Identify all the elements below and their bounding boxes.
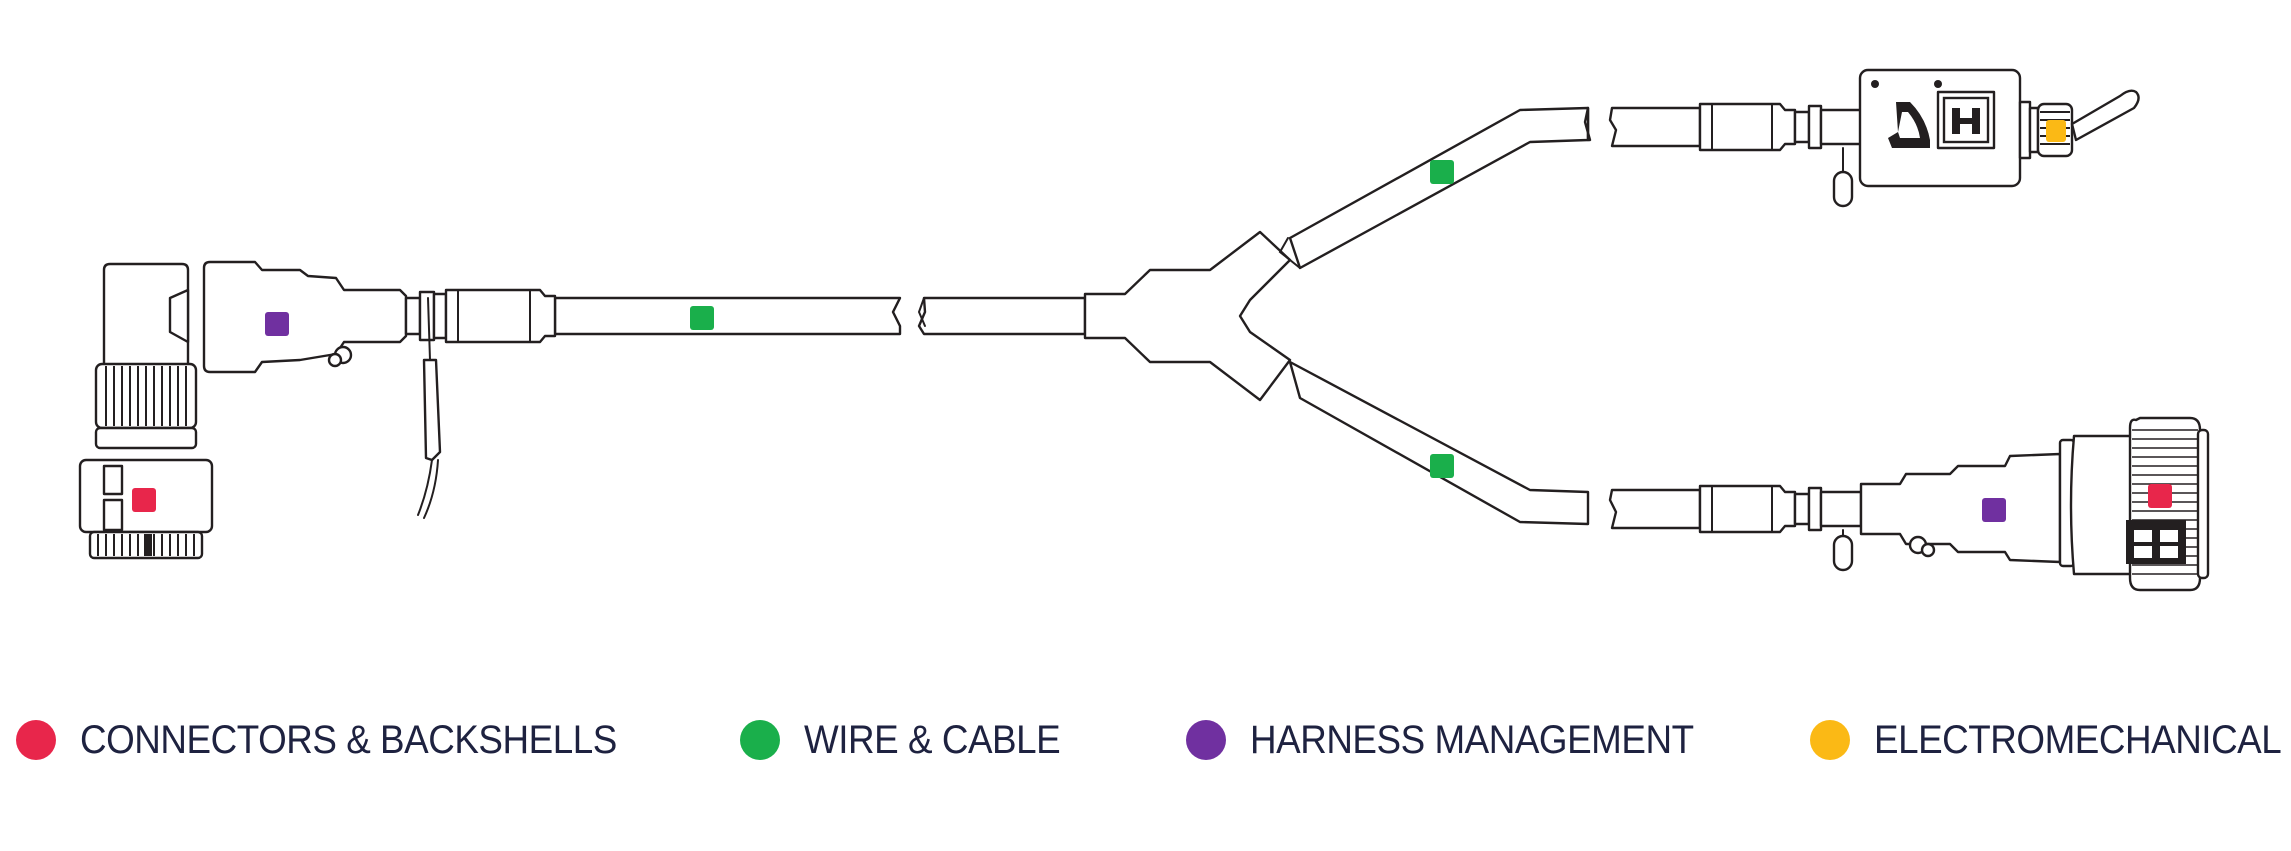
marker-connector-right <box>2148 484 2172 508</box>
legend-label-harness: HARNESS MANAGEMENT <box>1250 717 1694 762</box>
upper-cable-tie-tag <box>1832 147 1854 208</box>
lower-ferrule <box>1698 484 1863 534</box>
marker-harness-right-backshell <box>1982 498 2006 522</box>
left-cable-tie-tag <box>417 297 442 519</box>
marker-wire-upper-branch <box>1430 160 1454 184</box>
right-circular-connector <box>2058 416 2210 592</box>
y-breakout <box>1083 230 1292 402</box>
wire-harness-diagram <box>78 68 2210 592</box>
legend-label-electromechanical: ELECTROMECHANICAL <box>1874 717 2282 762</box>
left-circular-connector <box>78 458 214 560</box>
category-markers <box>132 120 2172 522</box>
main-trunk-cable <box>553 296 1087 336</box>
left-knurled-coupling <box>94 362 198 450</box>
legend-label-connectors: CONNECTORS & BACKSHELLS <box>80 717 617 762</box>
upper-branch-cable <box>1278 106 1702 270</box>
left-ferrule <box>404 288 557 344</box>
right-backshell <box>1859 452 2062 564</box>
toggle-switch <box>2018 89 2140 160</box>
marker-wire-trunk <box>690 306 714 330</box>
legend-dot-connectors <box>16 720 56 760</box>
legend-item-wire: WIRE & CABLE <box>740 710 1083 770</box>
lower-branch-cable <box>1288 360 1702 530</box>
upper-ferrule <box>1698 102 1863 152</box>
legend: CONNECTORS & BACKSHELLS WIRE & CABLE HAR… <box>0 710 2291 770</box>
lower-cable-tie-tag <box>1832 529 1854 572</box>
marker-electromechanical-switch <box>2046 120 2066 142</box>
legend-item-harness: HARNESS MANAGEMENT <box>1186 710 1732 770</box>
legend-item-connectors: CONNECTORS & BACKSHELLS <box>16 710 663 770</box>
marker-wire-lower-branch <box>1430 454 1454 478</box>
marker-harness-left-backshell <box>265 312 289 336</box>
left-right-angle-backshell <box>102 260 408 374</box>
legend-dot-electromechanical <box>1810 720 1850 760</box>
legend-dot-harness <box>1186 720 1226 760</box>
switch-box <box>1858 68 2022 188</box>
marker-connector-left <box>132 488 156 512</box>
legend-dot-wire <box>740 720 780 760</box>
legend-label-wire: WIRE & CABLE <box>804 717 1061 762</box>
legend-item-electromechanical: ELECTROMECHANICAL <box>1810 710 2291 770</box>
